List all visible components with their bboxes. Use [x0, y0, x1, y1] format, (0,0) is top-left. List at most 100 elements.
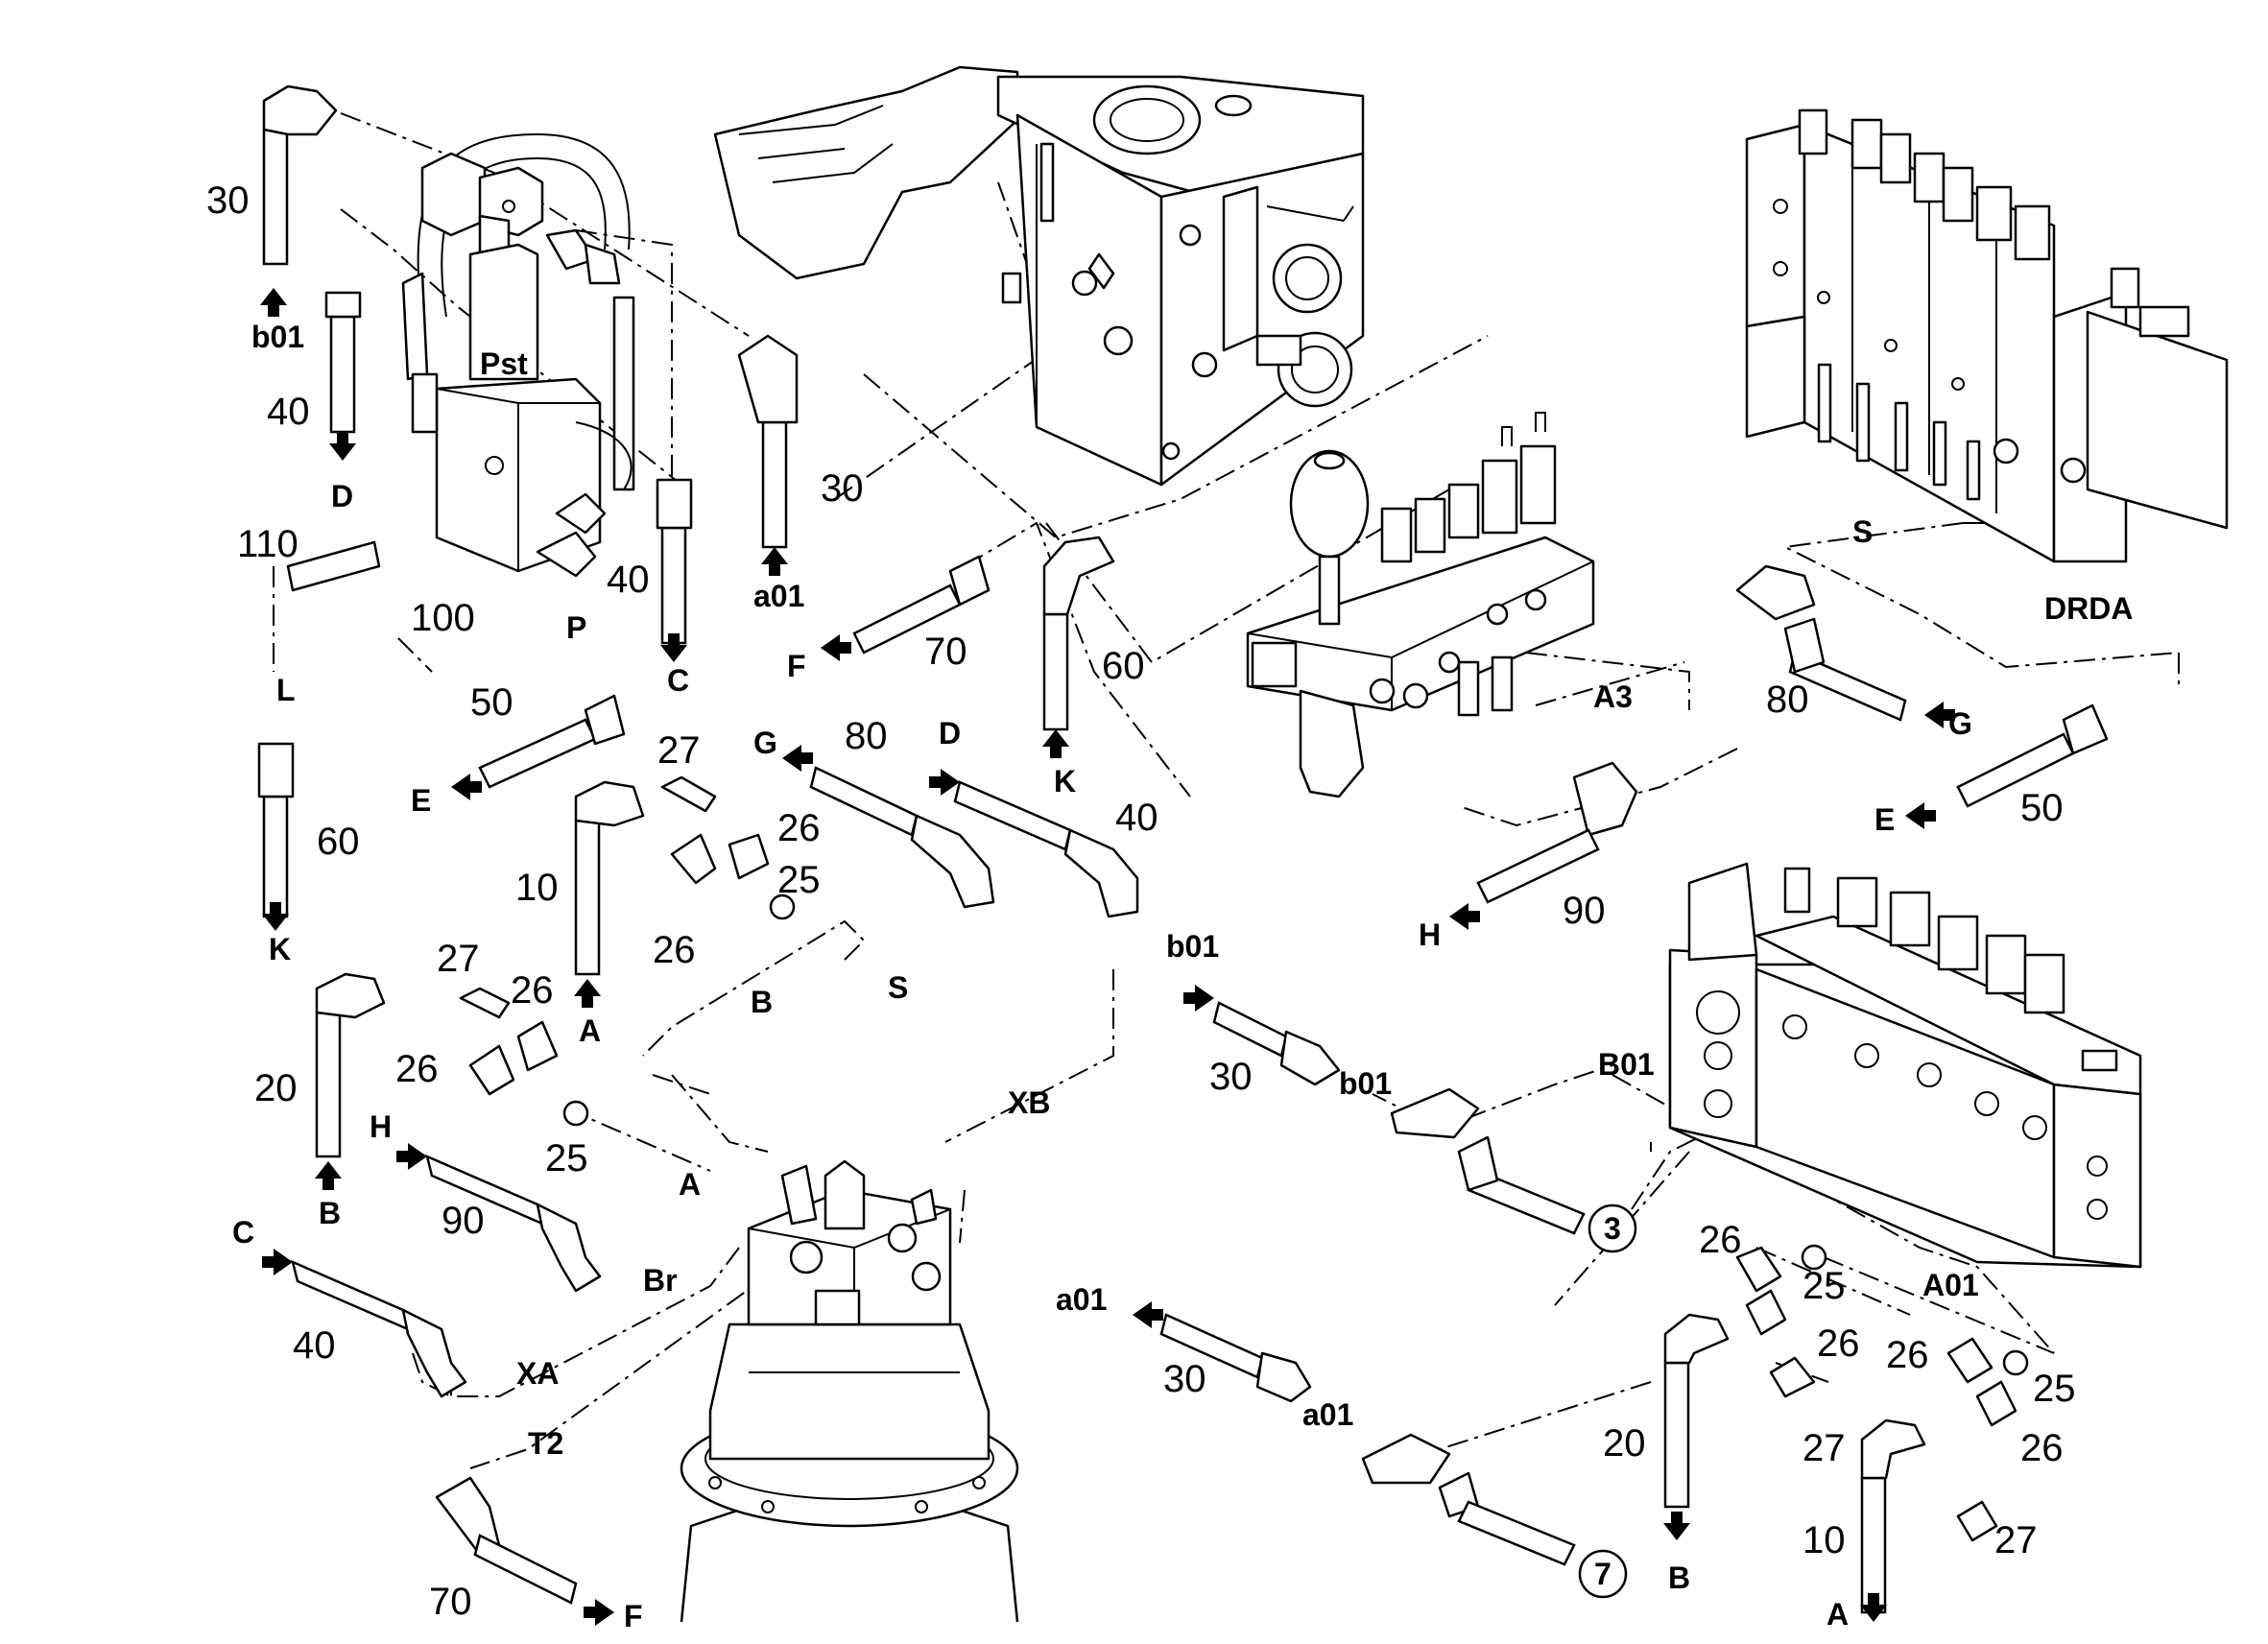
arrow-D-right: [929, 769, 960, 796]
arrow-K-down: [262, 902, 289, 931]
port-label-F: F: [624, 1599, 643, 1633]
port-label-H: H: [1419, 917, 1441, 952]
port-label-K: K: [1054, 764, 1076, 798]
reference-circle-7: [1578, 1549, 1628, 1599]
port-label-E: E: [1874, 802, 1895, 837]
port-label-b01: b01: [1166, 929, 1219, 964]
line-label-DRDA: DRDA: [2044, 591, 2133, 626]
port-label-C: C: [232, 1215, 254, 1250]
port-label-B: B: [1668, 1561, 1690, 1595]
callout-60: 60: [317, 821, 360, 863]
reference-circle-3: [1588, 1203, 1637, 1253]
callout-70: 70: [924, 631, 967, 673]
port-label-L: L: [276, 673, 296, 707]
flanges-and-hardware: [459, 775, 2029, 1542]
port-label-a01: a01: [1302, 1397, 1353, 1432]
callout-30: 30: [821, 467, 864, 510]
port-label-D: D: [331, 479, 353, 513]
port-label-b01: b01: [1339, 1066, 1392, 1101]
port-label-H: H: [370, 1109, 392, 1144]
arrow-a01-left: [1133, 1301, 1163, 1328]
callout-26: 26: [511, 969, 554, 1012]
callout-40: 40: [607, 559, 650, 601]
reference-numbers: 3 7: [1594, 1211, 1621, 1591]
callout-20: 20: [1603, 1422, 1646, 1465]
callout-27: 27: [657, 729, 701, 772]
arrow-K-up: [1042, 729, 1069, 758]
callout-26: 26: [395, 1048, 439, 1090]
port-label-b01: b01: [251, 320, 304, 354]
accumulator-valve-block: [1246, 412, 1595, 798]
callout-50: 50: [2020, 787, 2064, 829]
callout-30: 30: [1163, 1358, 1206, 1400]
callout-27: 27: [1802, 1427, 1846, 1469]
main-control-valve-upper: [1745, 108, 2229, 563]
port-label-K: K: [269, 932, 291, 966]
swing-motor: [680, 1159, 1019, 1623]
port-label-E: E: [411, 783, 431, 818]
upper-frame-assembly: [713, 65, 1365, 487]
callout-26: 26: [1817, 1322, 1860, 1365]
arrow-C-right: [262, 1249, 293, 1275]
callout-40: 40: [267, 391, 310, 433]
arrow-H-right: [396, 1143, 427, 1170]
pressure-switch-block: [401, 132, 635, 578]
callout-10: 10: [515, 867, 559, 909]
arrow-B-down-right-side: [1663, 1512, 1690, 1540]
part-number-callouts: 30 40 110 100 40 50 60 27 26 10 26 25 27…: [206, 179, 2076, 1623]
callout-27: 27: [437, 938, 480, 980]
port-label-G: G: [1948, 706, 1972, 741]
arrow-A-down-right-side: [1860, 1593, 1887, 1622]
callout-80: 80: [845, 715, 888, 757]
port-label-C: C: [667, 663, 689, 698]
reference-markers: [1578, 1203, 1637, 1599]
callout-70: 70: [429, 1581, 472, 1623]
arrow-H-left: [1449, 903, 1480, 930]
arrow-G-left-right-side: [1924, 702, 1955, 728]
arrow-E-left: [451, 774, 482, 800]
line-label-A3: A3: [1593, 679, 1633, 714]
callout-40: 40: [1115, 797, 1158, 839]
callout-100: 100: [411, 597, 475, 639]
callout-25: 25: [545, 1137, 588, 1179]
callout-90: 90: [442, 1200, 485, 1242]
main-control-valve-lower: [1668, 862, 2142, 1269]
callout-25: 25: [2033, 1368, 2076, 1410]
line-label-Br: Br: [643, 1263, 678, 1298]
arrow-a01-up: [761, 547, 788, 576]
port-label-P: P: [566, 610, 586, 645]
port-label-G: G: [753, 726, 777, 760]
arrow-F-left: [821, 634, 851, 661]
callout-26: 26: [1699, 1219, 1742, 1261]
port-label-A: A: [579, 1013, 601, 1048]
reference-3: 3: [1604, 1211, 1621, 1246]
callout-40: 40: [293, 1324, 336, 1367]
port-label-a01: a01: [753, 579, 804, 613]
arrow-F-right: [584, 1599, 614, 1626]
callout-10: 10: [1802, 1519, 1846, 1561]
arrow-B-up: [315, 1161, 342, 1190]
flow-arrows: [260, 288, 1955, 1626]
port-labels: b01 D Pst P C L K E A B H C a01 F K G D …: [232, 320, 2133, 1633]
port-label-B01: B01: [1598, 1047, 1655, 1082]
port-label-B: B: [319, 1196, 341, 1230]
line-label-XB: XB: [1008, 1085, 1050, 1120]
callout-25: 25: [1802, 1265, 1846, 1307]
arrow-A-up: [574, 979, 601, 1008]
callout-26: 26: [653, 929, 696, 971]
callout-26: 26: [777, 807, 821, 849]
callout-30: 30: [206, 179, 250, 222]
callout-26: 26: [2020, 1427, 2064, 1469]
line-label-XA: XA: [516, 1356, 559, 1391]
line-label-S: S: [1852, 514, 1873, 549]
port-label-D: D: [939, 716, 961, 751]
callout-80: 80: [1766, 679, 1809, 721]
port-label-F: F: [787, 649, 806, 683]
line-label-A: A: [679, 1167, 701, 1202]
reference-7: 7: [1594, 1557, 1611, 1591]
arrow-b01-right: [1183, 985, 1214, 1012]
arrow-b01-up: [260, 288, 287, 317]
arrow-D-down: [329, 432, 356, 461]
callout-60: 60: [1102, 645, 1145, 687]
